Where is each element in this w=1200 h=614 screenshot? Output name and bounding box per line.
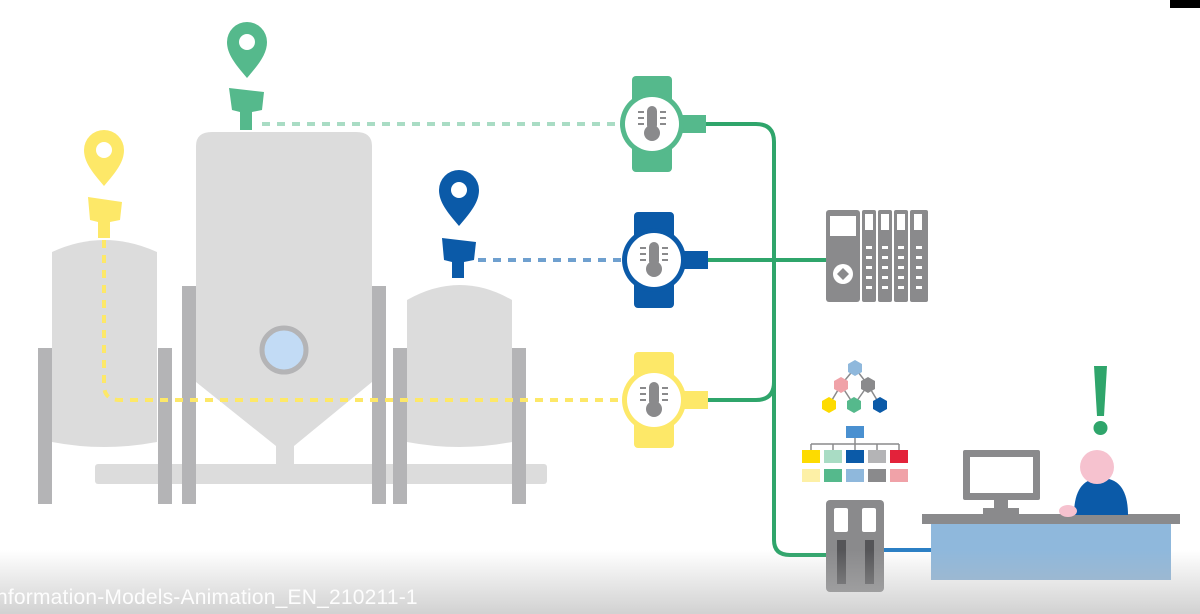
- connecting-pipe: [95, 464, 547, 484]
- right-tank-leg: [393, 348, 407, 504]
- video-caption-bar: [0, 550, 1200, 614]
- tank-plant: [38, 132, 547, 504]
- left-tank: [52, 240, 157, 447]
- thermometer-icon: [640, 242, 668, 277]
- yellow-signal-path: [102, 240, 622, 402]
- temperature-transmitter-green: [620, 76, 706, 172]
- temperature-transmitter-yellow: [622, 352, 708, 448]
- information-model-tree-icon: [802, 426, 908, 482]
- right-tank-leg: [512, 348, 526, 504]
- location-pin-icon: [84, 130, 124, 186]
- location-pins: [84, 22, 479, 226]
- green-sensor: [229, 88, 264, 130]
- left-tank-leg: [38, 348, 52, 504]
- center-tank-leg: [182, 286, 196, 504]
- tank-sight-glass: [259, 325, 309, 375]
- corner-mark: [1170, 0, 1200, 8]
- desk-top: [922, 514, 1180, 524]
- operator-workstation: [922, 366, 1180, 580]
- information-model-hierarchy-icon: [822, 360, 887, 413]
- network-cable: [706, 122, 830, 557]
- center-tank-leg: [372, 286, 386, 504]
- monitor-icon: [963, 450, 1040, 514]
- plc-controller-icon: [826, 210, 928, 302]
- right-tank: [407, 285, 512, 447]
- center-tank: [196, 132, 372, 466]
- yellow-sensor: [88, 197, 122, 238]
- temperature-transmitter-blue: [622, 212, 708, 308]
- thermometer-icon: [640, 382, 668, 417]
- exclamation-icon: [1093, 366, 1108, 435]
- thermometer-icon: [638, 106, 666, 141]
- operator-icon: [1059, 450, 1128, 517]
- tank-sensors: [88, 88, 476, 278]
- blue-sensor: [442, 238, 476, 278]
- left-tank-leg: [158, 348, 172, 504]
- video-caption: nformation-Models-Animation_EN_210211-1: [0, 586, 418, 609]
- signal-paths: [102, 122, 622, 402]
- location-pin-icon: [227, 22, 267, 78]
- location-pin-icon: [439, 170, 479, 226]
